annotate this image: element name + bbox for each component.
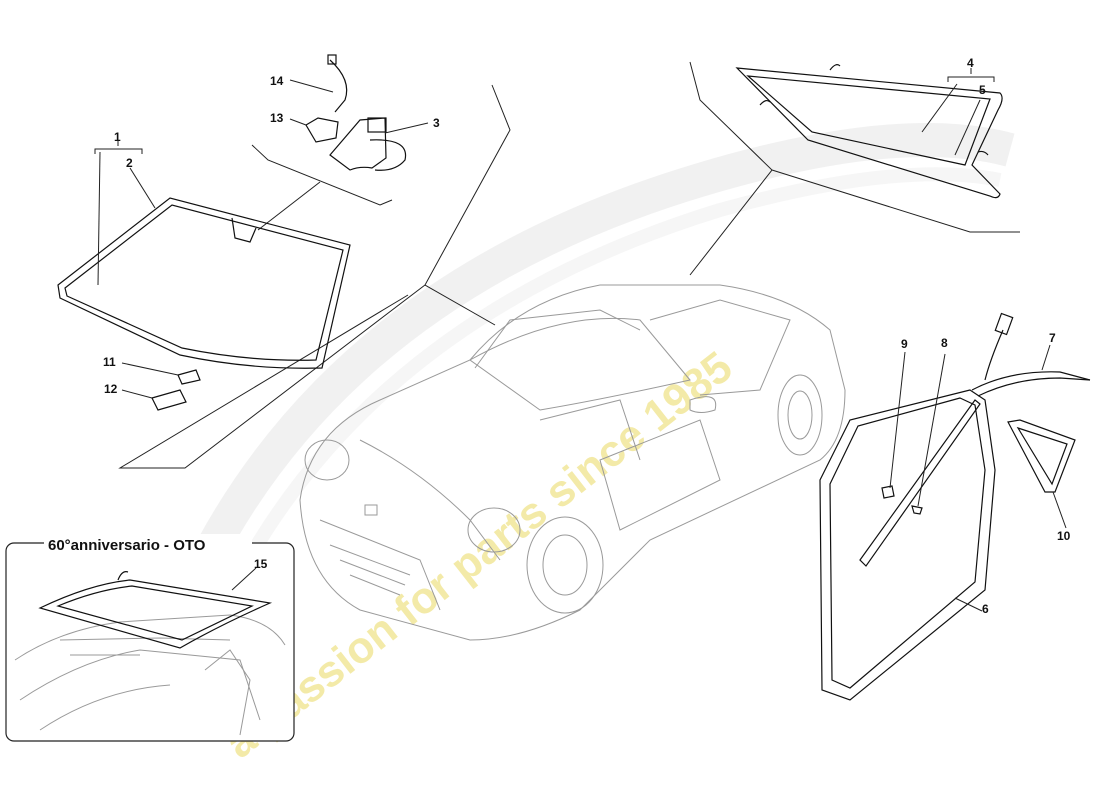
- sensor-cover-13: [289, 117, 339, 143]
- windshield: [57, 197, 351, 369]
- door-seal-6: [819, 389, 996, 701]
- mirror-mount-3: [329, 117, 429, 171]
- quarter-glass-10: [1007, 419, 1076, 529]
- guide-rail-8: [859, 353, 981, 567]
- watermark-logo: [154, 123, 1015, 663]
- car-illustration: [299, 284, 846, 641]
- inset-title: 60°anniversario - OTO: [48, 537, 206, 554]
- callout-9: 9: [901, 337, 908, 351]
- pad-12: [121, 389, 187, 411]
- callout-6: 6: [982, 602, 989, 616]
- belt-strip-7: [971, 344, 1091, 397]
- bracket-1: [94, 140, 143, 154]
- callout-10: 10: [1057, 529, 1071, 543]
- callout-11: 11: [103, 355, 116, 369]
- callout-7: 7: [1049, 331, 1056, 345]
- callout-15: 15: [254, 557, 268, 571]
- callout-5: 5: [979, 83, 986, 97]
- leader-lines: [118, 61, 1020, 469]
- wiring-harness: [984, 312, 1014, 381]
- callout-3: 3: [433, 116, 440, 130]
- callout-12: 12: [104, 382, 118, 396]
- callout-14: 14: [270, 74, 284, 88]
- callout-2: 2: [126, 156, 133, 170]
- clip-9: [881, 351, 906, 499]
- callout-13: 13: [270, 111, 284, 125]
- clip-11: [121, 362, 201, 385]
- callout-labels: 1 2 3 4 5 6 7 8 9 10 11 12 13 14 15: [103, 56, 1071, 616]
- bracket-4: [947, 68, 995, 82]
- callout-1: 1: [114, 130, 121, 144]
- inset-panel: [5, 534, 295, 742]
- rain-sensor-14: [289, 54, 348, 113]
- callout-8: 8: [941, 336, 948, 350]
- rear-window: [735, 64, 1003, 199]
- callout-4: 4: [967, 56, 974, 70]
